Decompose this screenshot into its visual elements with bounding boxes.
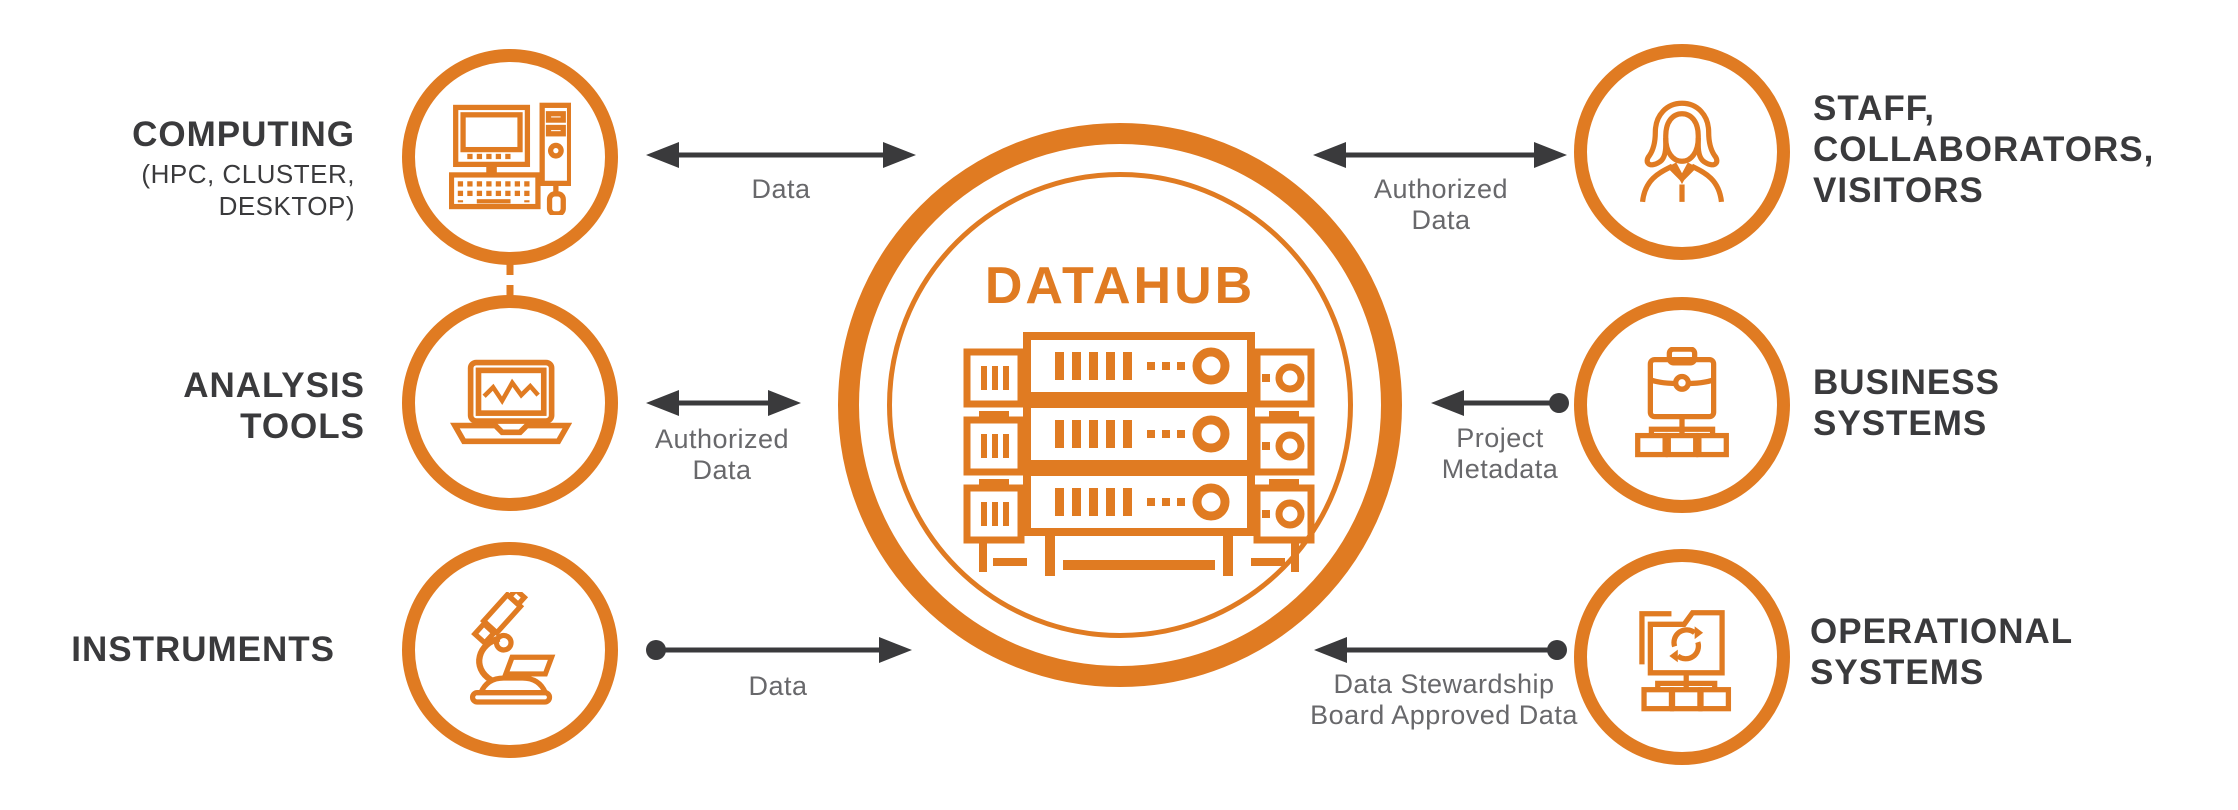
analysis-tools-node — [402, 295, 618, 511]
connection-label-line: Authorized — [654, 424, 790, 454]
connection-analysis-tools-datahub — [646, 390, 801, 416]
laptop-chart-icon — [450, 359, 572, 445]
business-title-line2: SYSTEMS — [1813, 404, 1988, 443]
connection-label-analysis: Authorized Data — [655, 424, 789, 486]
connection-label-instruments: Data — [748, 671, 807, 702]
connection-label-computing: Data — [751, 174, 810, 205]
desktop-computer-icon — [449, 102, 571, 215]
connection-label-line: Project — [1456, 423, 1544, 453]
connection-label-line: Data — [692, 455, 752, 485]
analysis-tools-label: ANALYSIS TOOLS — [95, 365, 365, 447]
computing-title: COMPUTING — [132, 115, 355, 154]
staff-title-line1: STAFF, — [1813, 89, 1936, 128]
server-stack-icon — [959, 330, 1319, 590]
connection-instruments-datahub — [646, 637, 912, 663]
staff-collaborators-visitors-label: STAFF, COLLABORATORS, VISITORS — [1813, 88, 2238, 211]
computing-node — [402, 49, 618, 265]
computing-sublabel: (HPC, CLUSTER, DESKTOP) — [141, 159, 355, 221]
folder-sync-orgchart-icon — [1639, 610, 1732, 712]
operational-title-line2: SYSTEMS — [1810, 653, 1985, 692]
operational-systems-node — [1574, 549, 1790, 765]
business-systems-label: BUSINESS SYSTEMS — [1813, 362, 2173, 444]
connection-label-line: Data — [751, 174, 811, 204]
datahub-node: DATAHUB — [838, 123, 1402, 687]
operational-systems-label: OPERATIONAL SYSTEMS — [1810, 611, 2210, 693]
connection-operational-systems-datahub — [1314, 637, 1567, 663]
analysis-title-line1: ANALYSIS — [183, 366, 365, 405]
analysis-title-line2: TOOLS — [240, 407, 365, 446]
connection-label-line: Board Approved Data — [1310, 700, 1578, 730]
staff-title-line2: COLLABORATORS, — [1813, 130, 2155, 169]
connection-label-business: Project Metadata — [1442, 423, 1559, 485]
instruments-label: INSTRUMENTS — [55, 629, 335, 670]
instruments-title: INSTRUMENTS — [71, 630, 335, 669]
business-title-line1: BUSINESS — [1813, 363, 2000, 402]
connection-label-staff: Authorized Data — [1374, 174, 1508, 236]
briefcase-orgchart-icon — [1635, 347, 1729, 458]
connection-datahub-staff — [1313, 142, 1567, 168]
business-systems-node — [1574, 297, 1790, 513]
datahub-title: DATAHUB — [984, 257, 1256, 315]
connection-label-line: Authorized — [1373, 174, 1509, 204]
computing-label: COMPUTING (HPC, CLUSTER, DESKTOP) — [40, 114, 355, 222]
staff-title-line3: VISITORS — [1813, 171, 1984, 210]
connection-label-line: Data — [1411, 205, 1471, 235]
connection-label-operational: Data Stewardship Board Approved Data — [1310, 669, 1578, 731]
microscope-icon — [469, 592, 556, 705]
instruments-node — [402, 542, 618, 758]
connection-label-line: Data — [748, 671, 808, 701]
connection-label-line: Metadata — [1441, 454, 1559, 484]
connection-label-line: Data Stewardship — [1333, 669, 1555, 699]
connection-computing-datahub — [646, 142, 916, 168]
staff-collaborators-visitors-node — [1574, 44, 1790, 260]
hub-inner-ring — [887, 172, 1353, 638]
connection-business-systems-datahub — [1431, 390, 1569, 416]
person-icon — [1639, 100, 1725, 203]
operational-title-line1: OPERATIONAL — [1810, 612, 2074, 651]
